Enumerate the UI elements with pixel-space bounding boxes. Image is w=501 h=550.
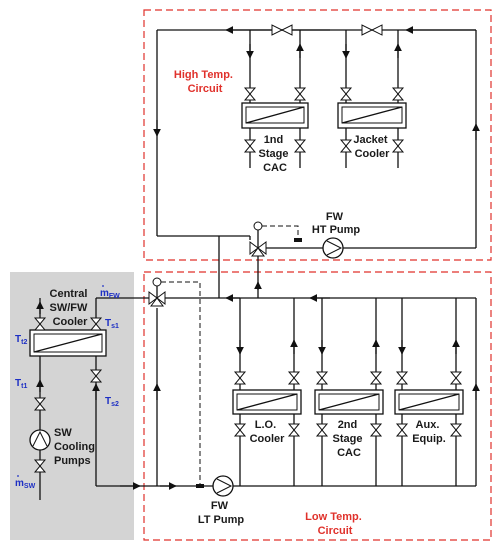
second-stage-cac-exchanger (314, 389, 384, 415)
t-t2-label: Tt2 (15, 334, 27, 346)
central-cooler-valves (33, 317, 103, 473)
sw-cooling-pumps-label: SW Cooling Pumps (54, 427, 98, 467)
ht-header-valves (271, 24, 383, 36)
ht-three-way-valve (249, 221, 267, 257)
high-temp-circuit-label: High Temp. Circuit (174, 69, 236, 95)
lt-branch-valves (233, 371, 463, 437)
low-temp-circuit-label: Low Temp. Circuit (305, 511, 365, 537)
lo-cooler-label: L.O. Cooler (250, 419, 286, 445)
first-stage-cac-exchanger (241, 102, 309, 129)
lo-cooler-exchanger (232, 389, 302, 415)
m-sw-label: mSW (15, 475, 36, 490)
sw-pump (29, 429, 51, 451)
central-cooler-label: Central SW/FW Cooler (50, 288, 91, 328)
jacket-cooler-exchanger (337, 102, 407, 129)
lt-piping (96, 294, 480, 490)
first-stage-cac-label: 1nd Stage CAC (258, 134, 291, 174)
t-t1-label: Tt1 (15, 378, 27, 390)
fw-ht-pump-label: FW HT Pump (312, 211, 361, 236)
high-temp-circuit-boundary (143, 9, 492, 261)
ht-control-line (262, 225, 299, 238)
svg-text:mFW: mFW (100, 288, 120, 300)
aux-equip-exchanger (394, 389, 464, 415)
jacket-cooler-label: Jacket Cooler (353, 134, 390, 160)
m-fw-label: mFW (100, 285, 120, 300)
svg-text:mSW: mSW (15, 478, 36, 490)
lt-pump (212, 475, 234, 497)
sw-panel (10, 272, 134, 540)
t-s2-label: Ts2 (105, 396, 119, 408)
ht-piping (153, 26, 480, 298)
fw-lt-pump-label: FW LT Pump (198, 500, 245, 526)
ht-branch-valves (243, 87, 405, 153)
central-cooler-exchanger (29, 329, 107, 357)
ht-pump (322, 237, 344, 259)
lt-control-line (161, 281, 201, 484)
ht-sensor (294, 238, 302, 242)
t-s1-label: Ts1 (105, 318, 119, 330)
lt-sensor (196, 484, 204, 488)
low-temp-circuit-boundary (143, 271, 492, 541)
second-stage-cac-label: 2nd Stage CAC (332, 419, 365, 459)
aux-equip-label: Aux. Equip. (412, 419, 446, 445)
